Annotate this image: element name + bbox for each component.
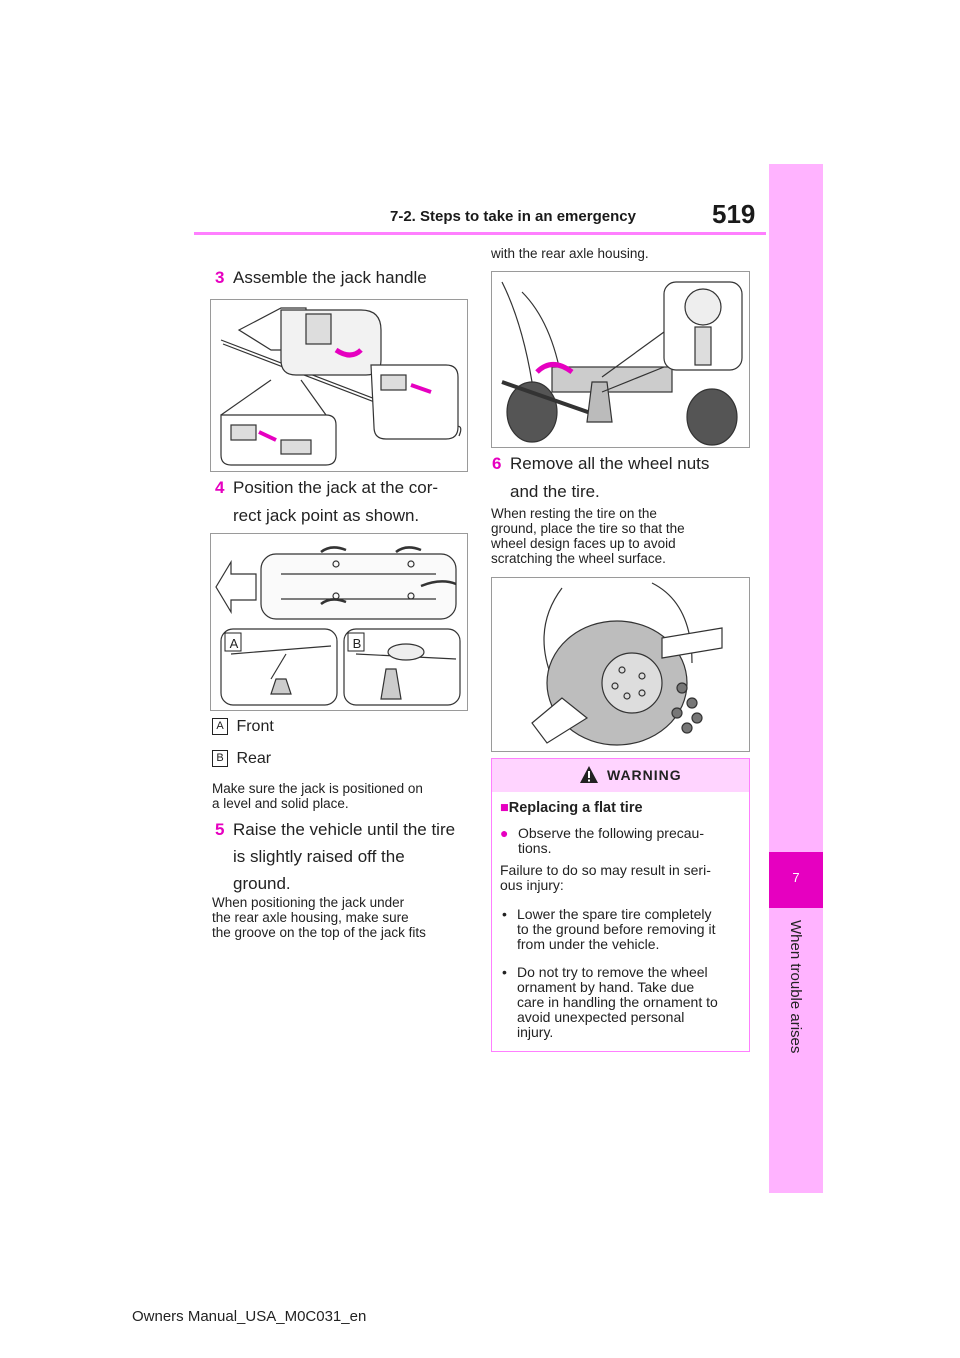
section-title: 7-2. Steps to take in an emergency [390,208,636,225]
step-6-line2: and the tire. [510,482,600,501]
legend-a-text: Front [236,718,274,735]
note-level-line1: Make sure the jack is positioned on [212,781,423,796]
chapter-label-wrap: When trouble arises [756,920,836,1053]
figure-label-b: B [352,636,362,651]
warning-bullet: ● Observe the following precau- tions. [500,826,704,856]
step-5-line3: ground. [233,874,291,893]
legend-front: A Front [212,718,274,736]
figure-rear-axle [491,271,750,448]
note-level: Make sure the jack is positioned on a le… [212,781,423,811]
note-rest-line1: When resting the tire on the [491,506,657,521]
header-rule [194,232,766,235]
note-level-line2: a level and solid place. [212,796,349,811]
legend-rear: B Rear [212,750,271,768]
step-3-number: 3 [215,268,225,287]
warning-triangle-icon [580,766,598,783]
legend-b-text: Rear [236,750,272,767]
note-rest-line2: ground, place the tire so that the [491,521,685,536]
square-bullet-icon: ■ [500,800,509,816]
step-6-line1: Remove all the wheel nuts [510,454,710,473]
step-5: 5 Raise the vehicle until the tire is sli… [215,818,456,896]
note-rest-line3: wheel design faces up to avoid [491,536,676,551]
note-rest: When resting the tire on the ground, pla… [491,506,685,566]
figure-label-a: A [229,636,239,651]
footer-manual-id: Owners Manual_USA_M0C031_en [132,1308,367,1325]
step-5-line1: Raise the vehicle until the tire [233,820,456,839]
step-4-line2: rect jack point as shown. [233,506,420,525]
warning-item2-line5: injury. [517,1024,554,1040]
note-rest-line4: scratching the wheel surface. [491,551,666,566]
warning-item2-line2: ornament by hand. Take due [517,979,695,995]
step-6-number: 6 [492,454,502,473]
chapter-label: When trouble arises [787,920,804,1054]
figure-jack-handle [210,299,468,472]
warning-heading: ■Replacing a flat tire [500,800,643,816]
warning-item2-line3: care in handling the ornament to [517,994,718,1010]
warning-bullet-line1: Observe the following precau- [518,825,704,841]
warning-failure-line2: ous injury: [500,877,564,893]
step-3-line1: Assemble the jack handle [233,268,427,287]
warning-item-2: • Do not try to remove the wheel ornamen… [500,965,718,1040]
rear-axle-illustration [501,281,743,446]
warning-failure: Failure to do so may result in seri- ous… [500,863,711,893]
note-axle-continued: with the rear axle housing. [491,246,649,261]
warning-heading-text: Replacing a flat tire [508,800,643,816]
tire-removal-illustration [531,582,723,746]
warning-header: WARNING [492,759,749,792]
note-axle-line1: When positioning the jack under [212,895,405,910]
warning-failure-line1: Failure to do so may result in seri- [500,862,711,878]
warning-item-1: • Lower the spare tire completely to the… [500,907,715,952]
chapter-tab[interactable]: 7 [769,852,823,908]
warning-title: WARNING [607,767,682,783]
dot-bullet-icon: • [502,906,507,922]
warning-item1-line1: Lower the spare tire completely [517,906,712,922]
warning-bullet-line2: tions. [518,840,552,856]
step-4-number: 4 [215,478,225,497]
warning-item2-line4: avoid unexpected personal [517,1009,685,1025]
jack-handle-illustration [220,307,462,466]
jack-points-illustration [215,546,461,706]
step-4-line1: Position the jack at the cor- [233,478,439,497]
note-axle: When positioning the jack under the rear… [212,895,426,940]
legend-b-box: B [212,750,228,768]
warning-item1-line2: to the ground before removing it [517,921,716,937]
note-axle-line3: the groove on the top of the jack fits [212,925,426,940]
circle-bullet-icon: ● [500,825,509,841]
step-4: 4 Position the jack at the cor- rect jack… [215,476,439,528]
step-6: 6 Remove all the wheel nuts and the tire. [492,452,710,504]
warning-item2-line1: Do not try to remove the wheel [517,964,708,980]
side-tab-bar [769,164,823,1193]
legend-a-box: A [212,718,228,736]
figure-jack-points [210,533,468,711]
figure-tire-removal [491,577,750,752]
dot-bullet-icon: • [502,964,507,980]
warning-item1-line3: from under the vehicle. [517,936,660,952]
chapter-number: 7 [792,870,800,885]
note-axle-line2: the rear axle housing, make sure [212,910,409,925]
step-5-number: 5 [215,820,225,839]
step-5-line2: is slightly raised off the [233,847,405,866]
page-number: 519 [712,199,756,229]
warning-box: WARNING ■Replacing a flat tire ● Observe… [491,758,750,1052]
